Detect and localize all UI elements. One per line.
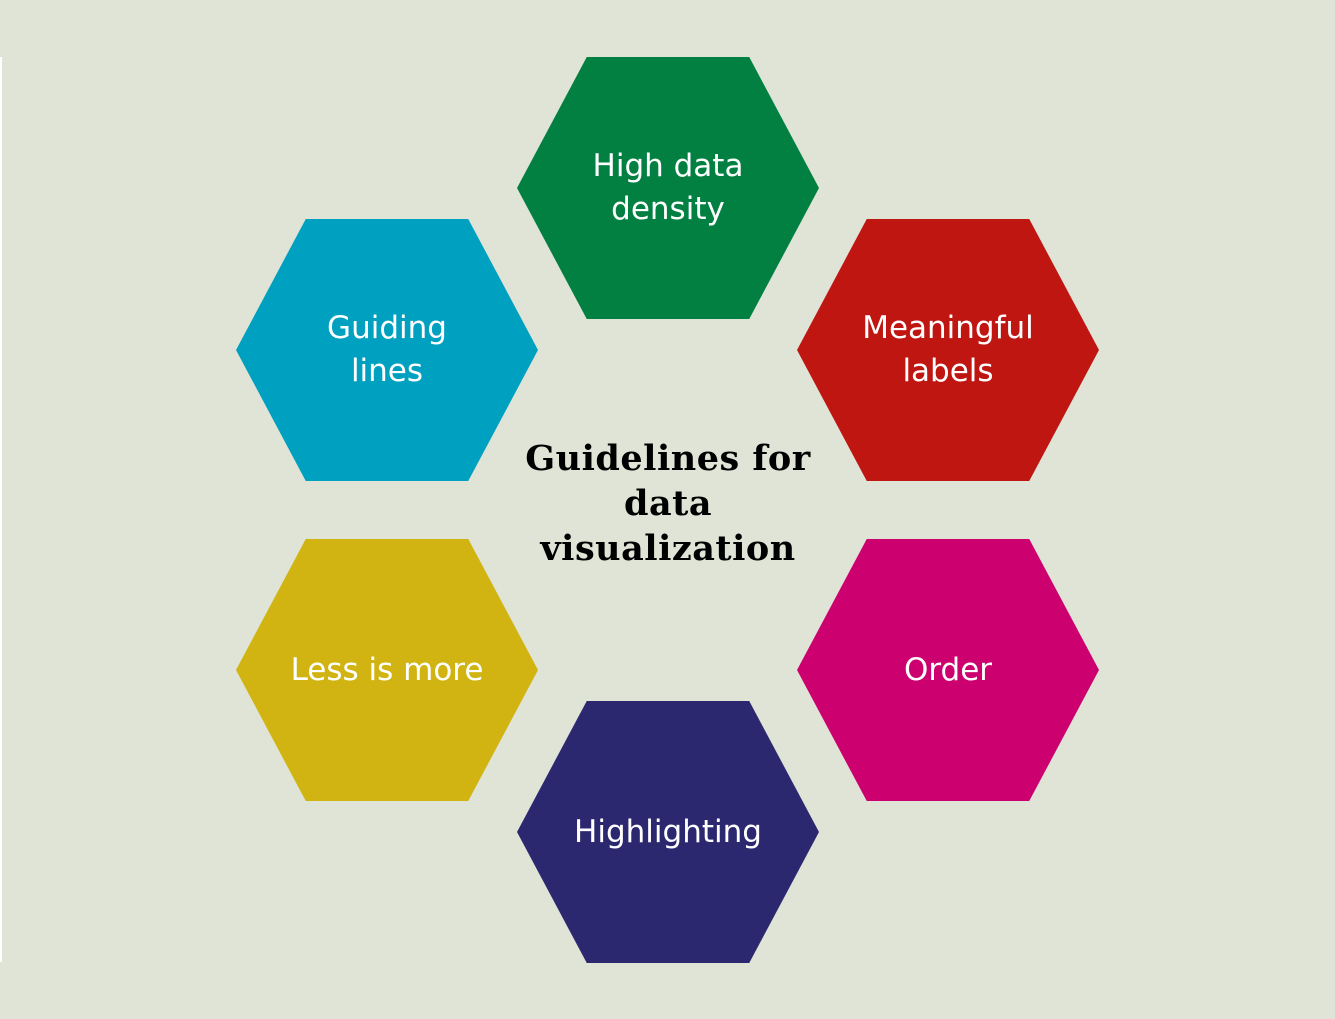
hexagon-meaningful-labels: Meaningful labels	[797, 219, 1099, 481]
hexagon-label: High data density	[592, 148, 744, 227]
center-title: Guidelines for data visualization	[525, 438, 811, 569]
hexagon-label: Meaningful labels	[862, 310, 1034, 389]
hexagon-highlighting: Highlighting	[517, 701, 819, 963]
left-edge-divider	[0, 57, 2, 962]
hexagon-less-is-more: Less is more	[236, 539, 538, 801]
hexagon-guiding-lines: Guiding lines	[236, 219, 538, 481]
hexagon-label: Order	[903, 651, 993, 688]
hexagon-label: Highlighting	[574, 813, 762, 850]
hexagon-high-data-density: High data density	[517, 57, 819, 319]
hexagon-label: Less is more	[290, 651, 484, 688]
hexagon-label: Guiding lines	[327, 310, 447, 389]
hexagon-order: Order	[797, 539, 1099, 801]
